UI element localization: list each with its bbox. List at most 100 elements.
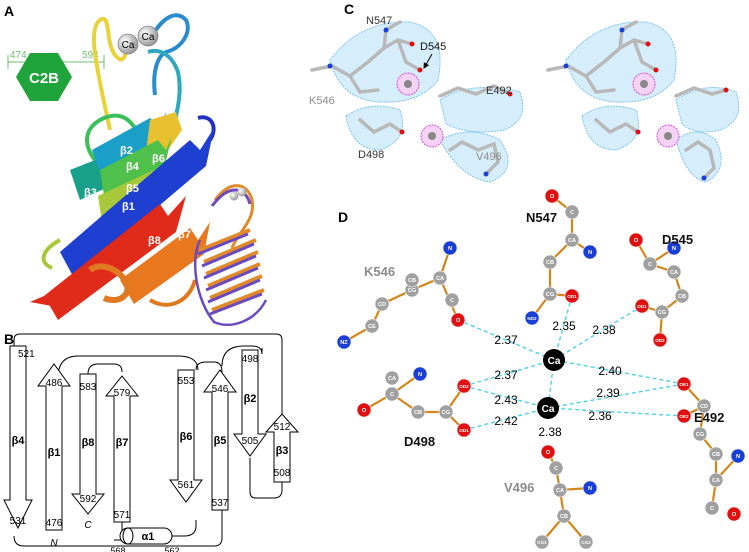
atom-label-o: O bbox=[634, 238, 639, 244]
atom-label-cg: CG bbox=[442, 410, 450, 416]
panel-b: B 521 β4 531 486 β1 476 N 583 β8 592 C 5… bbox=[3, 331, 300, 552]
atom-label-n: N bbox=[448, 246, 452, 252]
range-start-label: 474 bbox=[10, 50, 27, 61]
atom-label-ce: CE bbox=[368, 324, 376, 330]
strand-label-b2: β2 bbox=[120, 145, 133, 157]
atom-label-ca: CA bbox=[436, 276, 444, 282]
atom-od1 bbox=[634, 298, 650, 314]
loop-lime bbox=[41, 238, 62, 270]
atom-cb bbox=[542, 254, 558, 270]
atom-od2 bbox=[456, 378, 472, 394]
atom-label-cg2: CG2 bbox=[581, 540, 591, 545]
atom-label-o: O bbox=[550, 194, 555, 200]
c2b-domain-hexagon bbox=[16, 53, 72, 101]
strand-label-b5: β5 bbox=[126, 183, 139, 195]
atom-nd2 bbox=[524, 310, 540, 326]
strand-arrow-b8 bbox=[70, 373, 106, 515]
b-b2-label: β2 bbox=[244, 393, 257, 405]
distance-d545-ca: 2.38 bbox=[592, 323, 616, 337]
atom-o bbox=[544, 188, 560, 204]
b-b1-bottom: 476 bbox=[46, 518, 63, 529]
b-b3-bottom: 508 bbox=[274, 468, 291, 479]
atom-label-cg1: CG1 bbox=[537, 540, 547, 545]
b-b1-top: 486 bbox=[46, 378, 63, 389]
atom-nz bbox=[336, 334, 352, 350]
strand-arrow-b7 bbox=[104, 375, 140, 523]
atom-label-cg: CG bbox=[408, 288, 416, 294]
strand-b4-ribbon bbox=[100, 136, 172, 196]
atom-label-cb: CB bbox=[414, 410, 422, 416]
atom-label-cd: CD bbox=[700, 404, 708, 410]
atom-oe2 bbox=[676, 408, 692, 424]
strand-b8-arrowhead bbox=[30, 296, 52, 306]
loop-blue bbox=[148, 13, 190, 96]
atom-label-c: C bbox=[390, 392, 394, 398]
b-b4-top: 521 bbox=[18, 349, 35, 360]
b-b6-bottom: 561 bbox=[178, 480, 195, 491]
atom-cg2 bbox=[578, 534, 594, 550]
panel-d: D NZ bbox=[336, 188, 746, 550]
atom-label-od2: OD2 bbox=[459, 384, 469, 389]
panel-c-label: C bbox=[344, 1, 354, 17]
distance-n547-ca: 2.35 bbox=[552, 319, 576, 333]
b-b5-bottom: 537 bbox=[212, 498, 229, 509]
atom-n bbox=[666, 240, 682, 256]
connector-a1-b6 bbox=[172, 520, 197, 537]
calcium-sphere-2 bbox=[137, 25, 159, 47]
strand-b8-ribbon bbox=[44, 196, 186, 320]
atom-n bbox=[412, 366, 428, 382]
d-residue-d498: D498 bbox=[404, 434, 435, 449]
atom-label-n: N bbox=[418, 372, 422, 378]
loop-orange bbox=[148, 279, 197, 307]
b-b8-bottom: 592 bbox=[80, 494, 97, 505]
connector-b2-b3 bbox=[249, 458, 283, 499]
b-b3-top: 512 bbox=[274, 422, 291, 433]
b-b6-top: 553 bbox=[178, 376, 195, 387]
b-b8-label: β8 bbox=[82, 437, 95, 449]
connector-b4-b3 bbox=[13, 333, 283, 414]
atom-c bbox=[642, 256, 658, 272]
strand-arrow-b1 bbox=[37, 363, 71, 531]
atom-label-o: O bbox=[456, 318, 461, 324]
atom-label-c: C bbox=[450, 298, 454, 304]
strand-label-b6: β6 bbox=[152, 153, 165, 165]
calcium-label-1: Ca bbox=[122, 40, 135, 51]
atom-label-nd2: ND2 bbox=[527, 316, 537, 321]
atom-label-ca: CA bbox=[712, 478, 720, 484]
atom-od1 bbox=[564, 288, 580, 304]
atom-label-od1: OD1 bbox=[637, 304, 647, 309]
strand-b7-ribbon bbox=[120, 222, 210, 304]
atom-label-od1: OD1 bbox=[567, 294, 577, 299]
calcium-ion-top bbox=[543, 349, 565, 371]
atom-c bbox=[564, 204, 580, 220]
connector-b5-b2 bbox=[221, 345, 263, 367]
atom-label-od1: OD1 bbox=[459, 428, 469, 433]
d-residue-e492: E492 bbox=[694, 410, 724, 425]
b-b2-top: 498 bbox=[242, 354, 259, 365]
strand-arrow-b4 bbox=[3, 345, 33, 530]
atom-cb bbox=[556, 508, 572, 524]
atom-od2 bbox=[652, 332, 668, 348]
panel-a: A 474 594 C2B Ca Ca bbox=[4, 3, 268, 327]
c-residue-n547: N547 bbox=[366, 15, 392, 27]
strand-label-b3: β3 bbox=[84, 187, 97, 199]
atom-label-oe2: OE2 bbox=[679, 414, 689, 419]
atom-label-n: N bbox=[672, 246, 676, 252]
b-a1-left: 568 bbox=[110, 546, 125, 552]
atom-cg bbox=[438, 404, 454, 420]
atom-label-o: O bbox=[732, 512, 737, 518]
atom-cb bbox=[708, 446, 724, 462]
panel-a-label: A bbox=[4, 3, 14, 19]
strand-label-b1: β1 bbox=[122, 201, 135, 213]
n-terminus-label: N bbox=[50, 538, 58, 549]
atom-label-n: N bbox=[588, 250, 592, 256]
atom-label-od2: OD2 bbox=[655, 338, 665, 343]
atom-ca bbox=[552, 482, 568, 498]
loop-green bbox=[85, 113, 137, 162]
calcium-sphere-1 bbox=[117, 33, 139, 55]
d-residue-v496: V496 bbox=[504, 480, 534, 495]
range-end-label: 594 bbox=[82, 50, 99, 61]
b-b3-label: β3 bbox=[276, 445, 289, 457]
atom-label-cg: CG bbox=[546, 292, 554, 298]
